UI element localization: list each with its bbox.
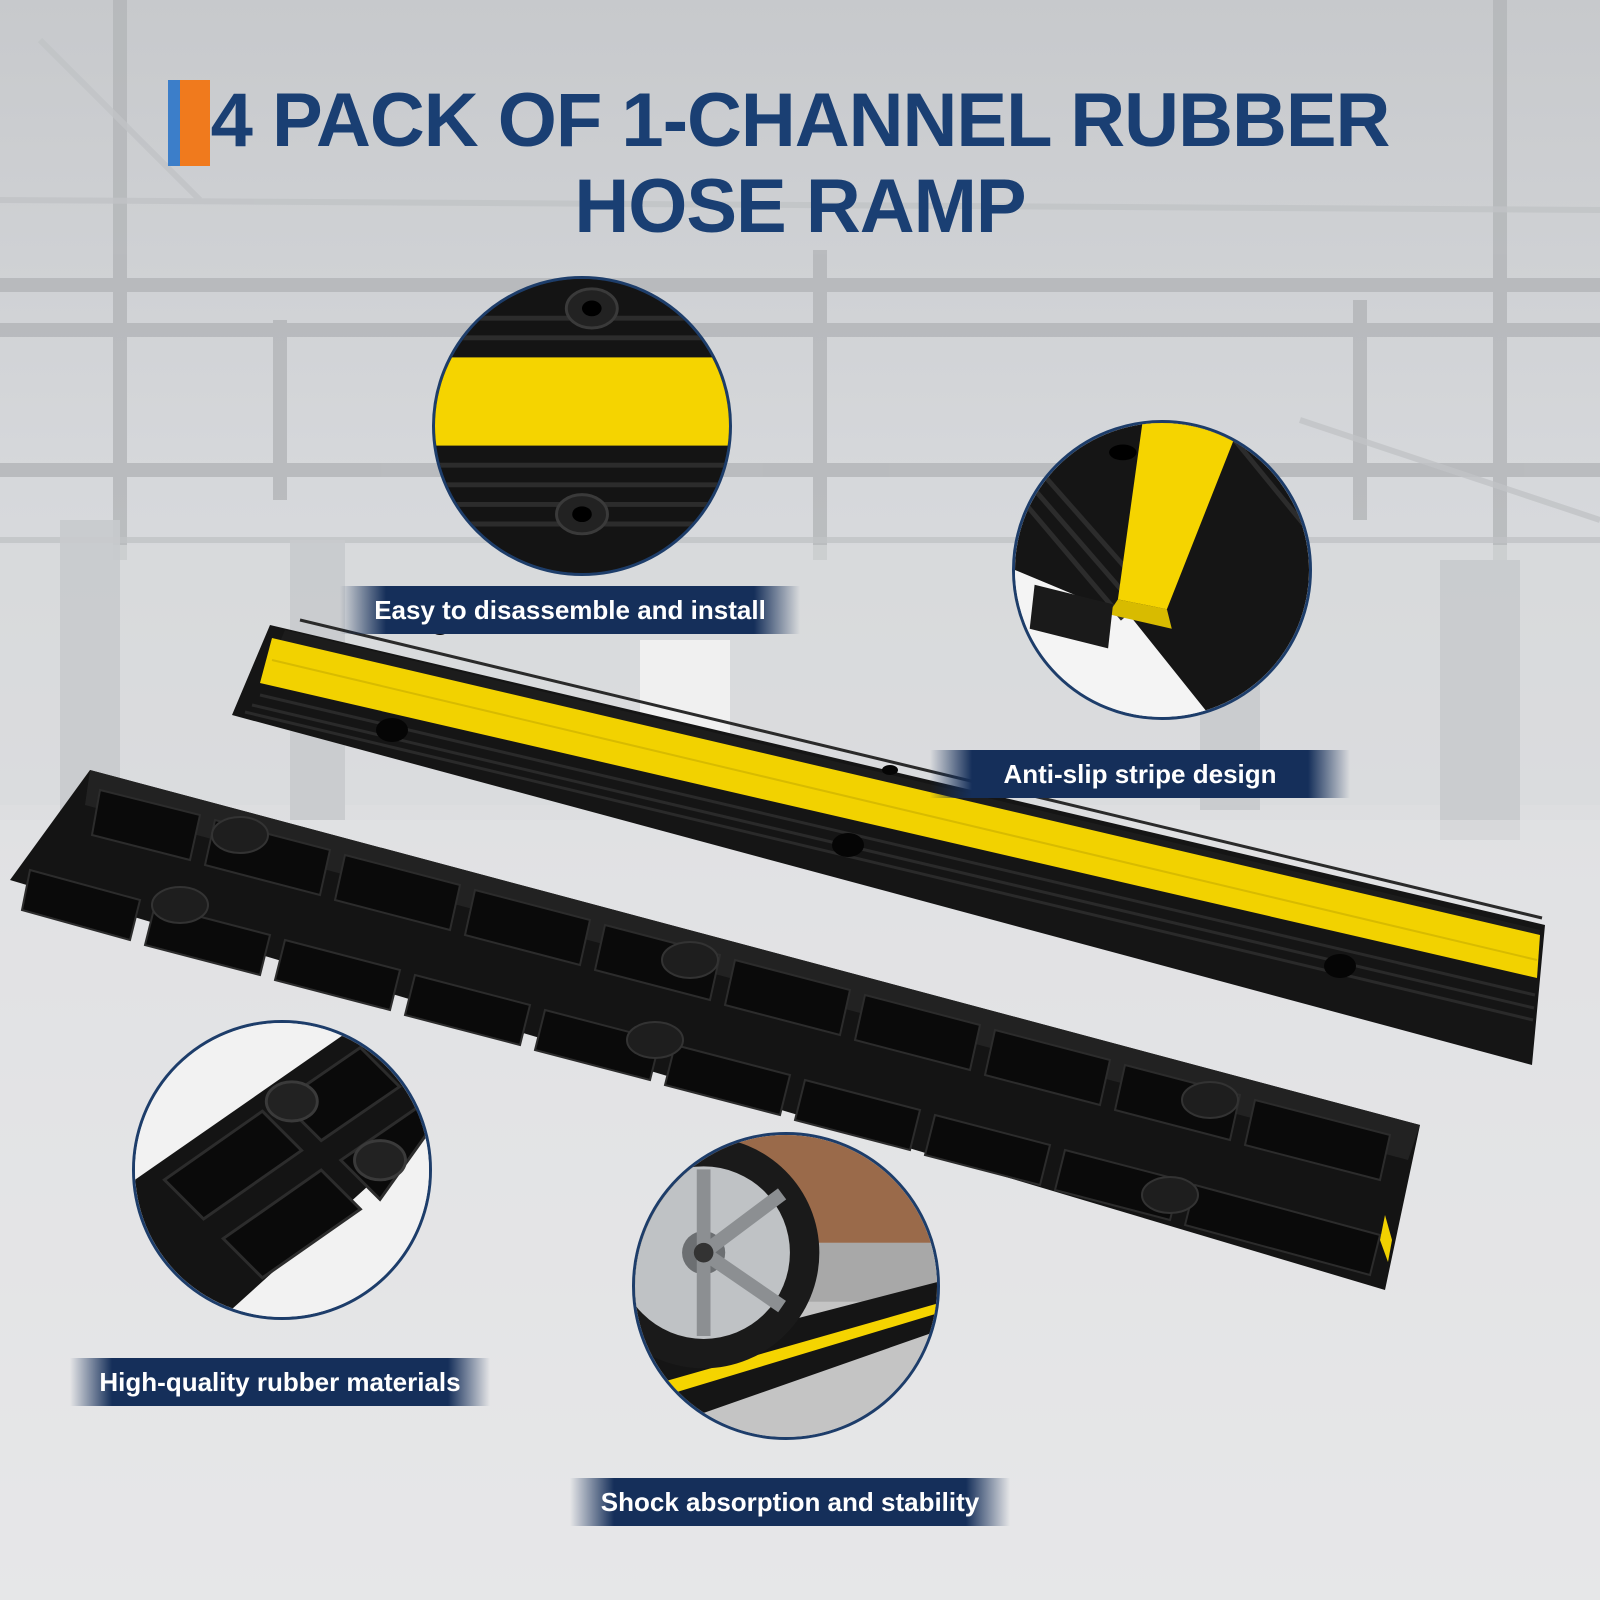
feature-circle-rubber-materials [132, 1020, 432, 1320]
ramp-top-detail-icon [435, 279, 729, 573]
page-title: 4 PACK OF 1-CHANNEL RUBBER HOSE RAMP [0, 78, 1600, 250]
ramp-anti-slip-detail-icon [1015, 423, 1309, 717]
ramp-underside-view [10, 770, 1420, 1290]
feature-label-shock-absorption: Shock absorption and stability [570, 1478, 1010, 1526]
title-line-1: 4 PACK OF 1-CHANNEL RUBBER [210, 78, 1391, 163]
ramp-underside-detail-icon [135, 1023, 429, 1317]
title-accent-bar [168, 80, 212, 166]
car-wheel-on-ramp-icon [635, 1135, 937, 1437]
feature-circle-anti-slip [1012, 420, 1312, 720]
feature-label-rubber-materials: High-quality rubber materials [70, 1358, 490, 1406]
feature-circle-easy-install [432, 276, 732, 576]
ramp-top-view [232, 618, 1545, 1065]
feature-label-easy-install: Easy to disassemble and install [340, 586, 800, 634]
title-line-2: HOSE RAMP [574, 164, 1026, 249]
feature-label-anti-slip: Anti-slip stripe design [930, 750, 1350, 798]
feature-circle-shock-absorption [632, 1132, 940, 1440]
